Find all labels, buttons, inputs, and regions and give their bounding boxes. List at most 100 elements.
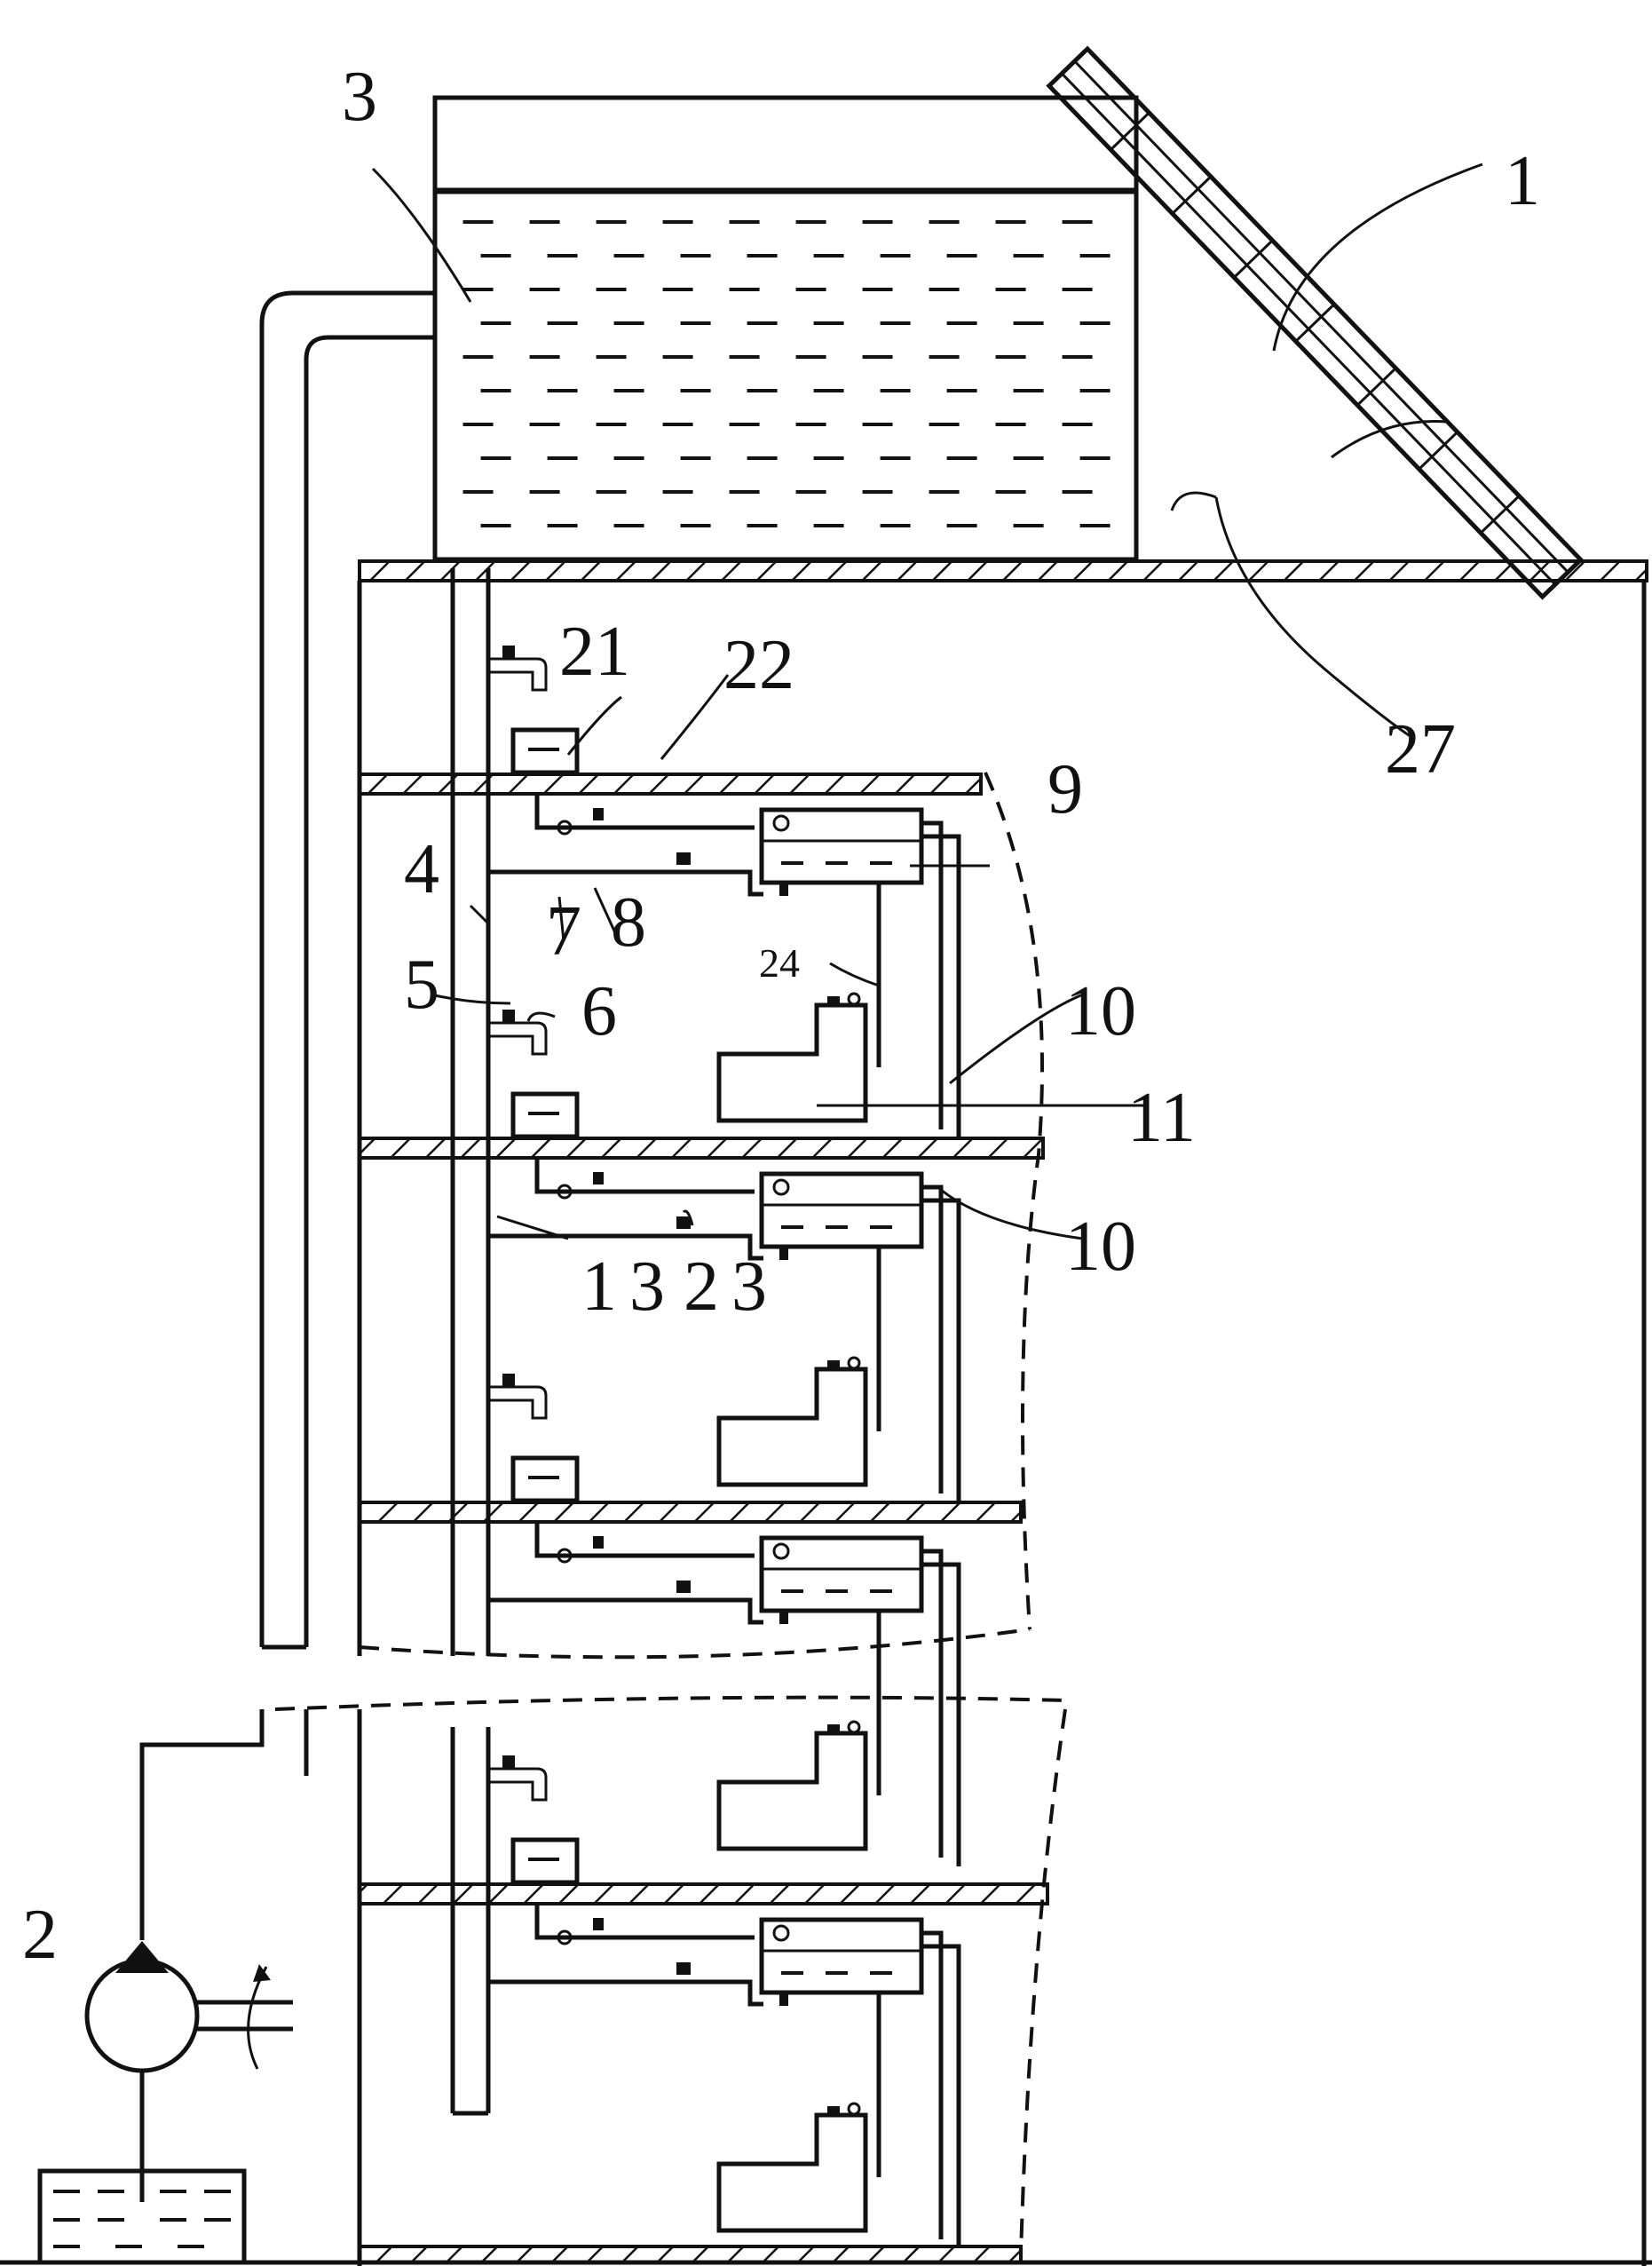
toilet-button: [827, 996, 840, 1005]
external-supply-pipe: [139, 290, 435, 1940]
label-21: 21: [559, 613, 630, 691]
faucet: [488, 1767, 548, 1802]
pump: [84, 1941, 293, 2202]
drain-fitting: [557, 1184, 573, 1200]
drain-pipe: [534, 1158, 755, 1194]
floor-unit: [488, 1010, 961, 1502]
floor-tank: [759, 1917, 924, 1995]
label-10a: 10: [1065, 972, 1136, 1050]
label-10b: 10: [1065, 1208, 1136, 1286]
branch-pipe: [488, 1979, 763, 2007]
valve-handle: [502, 1755, 515, 1769]
float-valve: [772, 1924, 790, 1942]
basin: [510, 1091, 580, 1139]
valve-handle: [502, 1010, 515, 1023]
branch-valve: [676, 1216, 691, 1229]
return-pipe: [921, 834, 961, 1138]
drain-fitting: [557, 1929, 573, 1945]
branch-valve: [676, 852, 691, 865]
toilet-knob: [847, 1356, 861, 1370]
toilet-button: [827, 1360, 840, 1369]
break-line: [274, 772, 1067, 2256]
tank-outlet: [779, 1611, 788, 1624]
drain-valve: [593, 1536, 604, 1549]
float-valve: [772, 1178, 790, 1196]
toilet-knob: [847, 2102, 861, 2116]
building-walls: [0, 581, 1652, 2266]
floor-unit: [488, 646, 961, 1138]
floor-tank: [759, 1171, 924, 1249]
label-24: 24: [759, 940, 800, 986]
label-1: 1: [1505, 142, 1540, 220]
drain-fitting: [557, 1548, 573, 1564]
drain-pipe: [534, 794, 755, 830]
valve-handle: [502, 1374, 515, 1387]
branch-pipe: [488, 869, 763, 897]
branch-valve: [676, 1581, 691, 1593]
label-9: 9: [1047, 750, 1083, 828]
toilet-knob: [847, 1720, 861, 1734]
floor-tank: [759, 807, 924, 885]
label-6: 6: [581, 972, 617, 1050]
number-labels: 1 2 3 4 5 6 7 8 9 10 10 11 13 23 21 22 2…: [22, 58, 1540, 1974]
faucet: [488, 657, 548, 692]
float-valve: [772, 814, 790, 832]
toilet: [716, 2112, 868, 2233]
toilet-button: [827, 2106, 840, 2115]
return-pipe: [921, 1562, 961, 1866]
drain-valve: [593, 808, 604, 820]
floor-slabs: [358, 772, 1049, 2264]
riser-pipe: [450, 568, 491, 2116]
tank-outlet: [779, 883, 788, 896]
top-water-tank: [432, 95, 1139, 562]
float-valve: [772, 1542, 790, 1560]
branch-pipe: [488, 1233, 763, 1261]
label-23: 23: [684, 1248, 779, 1326]
branch-valve: [676, 1962, 691, 1975]
roof-slab: [358, 559, 1648, 582]
label-3: 3: [342, 58, 377, 136]
return-pipe: [921, 820, 944, 1129]
label-8: 8: [611, 883, 646, 962]
toilet: [716, 1731, 868, 1851]
faucet: [488, 1021, 548, 1056]
tank-outlet: [779, 1993, 788, 2006]
label-22: 22: [723, 626, 794, 704]
toilet-button: [827, 1724, 840, 1733]
solar-panel: [1046, 45, 1585, 600]
faucet: [488, 1385, 548, 1420]
leader-lines: [371, 162, 1483, 1240]
floor-units: [488, 646, 961, 2248]
drain-fitting: [557, 820, 573, 836]
drain-valve: [593, 1172, 604, 1184]
label-13: 13: [581, 1248, 677, 1326]
floor-unit: [488, 1374, 961, 1866]
toilet-knob: [847, 992, 861, 1006]
label-7: 7: [546, 892, 581, 971]
floor-unit: [488, 1755, 961, 2248]
label-27: 27: [1385, 710, 1456, 788]
label-4: 4: [404, 830, 439, 908]
drain-pipe: [534, 1904, 755, 1940]
label-11: 11: [1127, 1079, 1196, 1157]
branch-pipe: [488, 1597, 763, 1625]
label-5: 5: [404, 946, 439, 1024]
valve-handle: [502, 646, 515, 659]
basin: [510, 727, 580, 775]
return-pipe: [921, 1930, 944, 2239]
floor-tank: [759, 1535, 924, 1613]
toilet: [716, 1367, 868, 1487]
drain-valve: [593, 1918, 604, 1930]
basin: [510, 1837, 580, 1885]
tank-water-surface-lines: [462, 220, 1111, 527]
return-pipe: [921, 1549, 944, 1858]
return-pipe: [921, 1944, 961, 2248]
label-2: 2: [22, 1896, 58, 1974]
toilet: [716, 1002, 868, 1123]
ground-reservoir: [37, 2168, 247, 2265]
tank-outlet: [779, 1247, 788, 1260]
basin: [510, 1455, 580, 1503]
return-pipe: [921, 1184, 944, 1494]
drain-pipe: [534, 1522, 755, 1558]
